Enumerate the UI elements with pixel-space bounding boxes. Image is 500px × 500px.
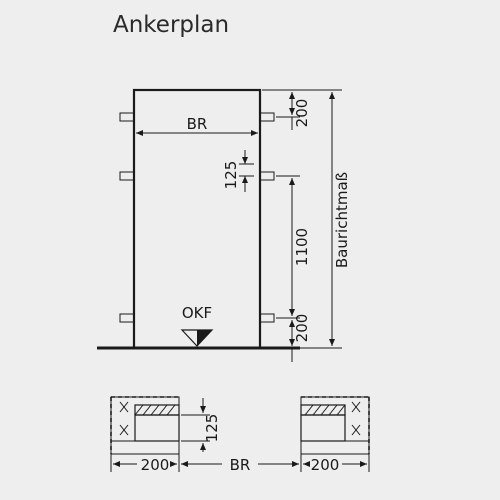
anchor-right-middle: [259, 171, 275, 181]
overall-label: Baurichtmaß: [333, 172, 351, 268]
depth-dim: 125: [203, 414, 221, 443]
center-label: BR: [230, 456, 251, 474]
right-dim: 200: [311, 456, 340, 474]
anchor-left-top: [119, 112, 135, 122]
left-jamb: [110, 396, 180, 455]
middle-dim: 1100: [293, 228, 311, 266]
width-label: BR: [187, 115, 208, 133]
right-jamb: [300, 396, 370, 455]
left-dim: 200: [141, 456, 170, 474]
frame-section: 125 200 BR 200: [110, 396, 370, 474]
door-elevation: BR 125 200 1100 200 Baurichtmaß OKF: [97, 88, 351, 362]
anchor-right-top: [259, 112, 275, 122]
drawing-title: Ankerplan: [113, 12, 230, 38]
floor-label: OKF: [182, 304, 212, 322]
anchor-spacing-dim: 125: [222, 161, 240, 190]
anchor-right-bottom: [259, 313, 275, 323]
top-dim: 200: [293, 99, 311, 128]
floor-level-marker-icon: [180, 329, 214, 347]
bottom-dim: 200: [293, 314, 311, 343]
anchor-left-middle: [119, 171, 135, 181]
anchor-left-bottom: [119, 313, 135, 323]
